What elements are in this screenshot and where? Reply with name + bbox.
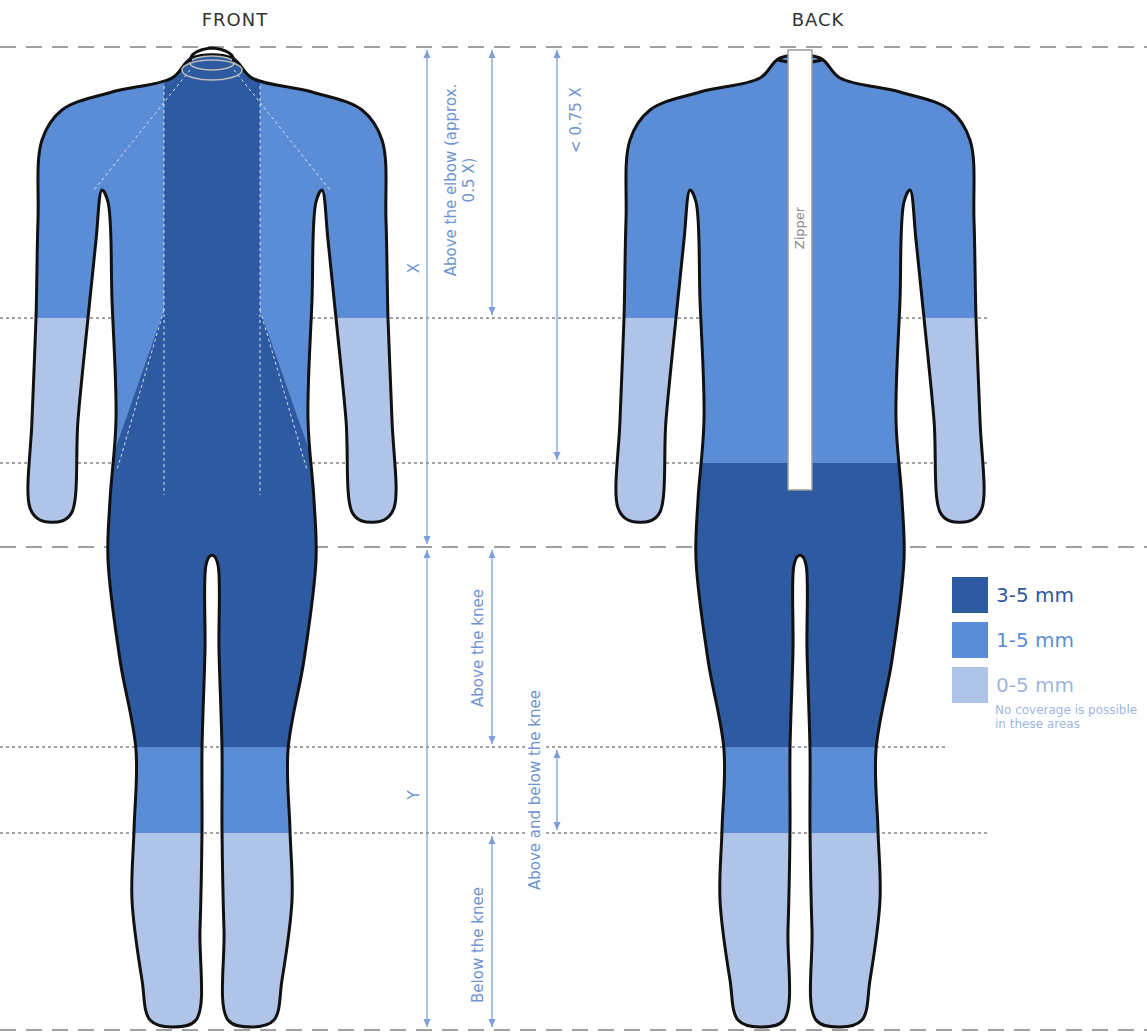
suit-panels	[12, 40, 412, 1033]
dimension-symbol: X	[405, 263, 423, 273]
legend-label: 0-5 mm	[996, 673, 1074, 697]
dimension-label: < 0.75 X	[567, 87, 585, 153]
zipper	[788, 50, 812, 490]
legend-swatch	[952, 622, 988, 658]
dimension-label: Above the elbow (approx. 0.5 X)	[442, 80, 478, 280]
legend: 3-5 mm 1-5 mm 0-5 mm	[952, 577, 1142, 707]
legend-note: No coverage is possible in these areas	[995, 704, 1143, 732]
legend-swatch	[952, 577, 988, 613]
zipper-label: Zipper	[792, 207, 808, 249]
suit-panels	[600, 40, 1000, 1033]
view-title: FRONT	[202, 9, 269, 31]
back-figure	[600, 40, 1000, 1033]
legend-entry: 3-5 mm	[952, 577, 1074, 613]
legend-entry: 1-5 mm	[952, 622, 1074, 658]
front-figure	[12, 40, 412, 1033]
legend-label: 3-5 mm	[996, 583, 1074, 607]
dimension-arrows	[427, 50, 557, 1027]
dimension-label: Below the knee	[469, 887, 487, 1003]
legend-entry: 0-5 mm	[952, 667, 1074, 703]
dimension-label: Above and below the knee	[526, 687, 544, 893]
dimension-label: Above the knee	[469, 589, 487, 707]
legend-label: 1-5 mm	[996, 628, 1074, 652]
dimension-symbol: Y	[405, 790, 423, 799]
legend-swatch	[952, 667, 988, 703]
view-title: BACK	[792, 9, 845, 31]
